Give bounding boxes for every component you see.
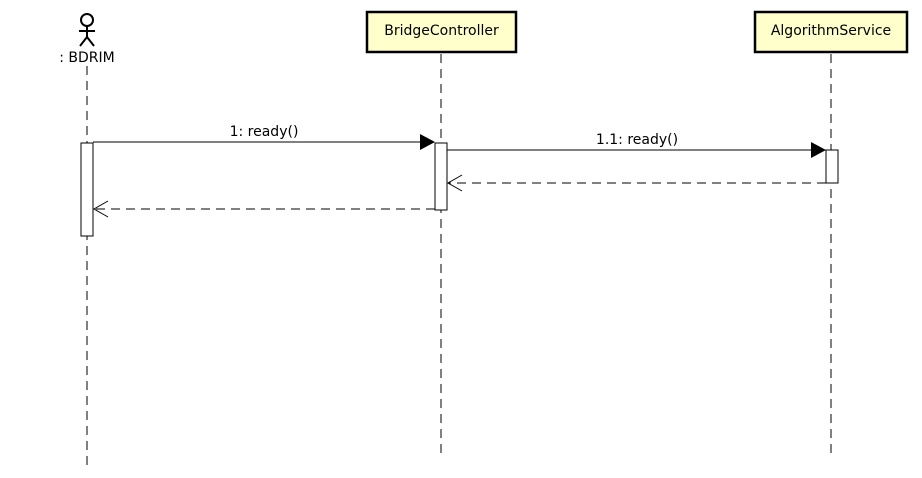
participant-box xyxy=(753,10,909,54)
stick-figure-icon xyxy=(79,13,95,47)
return-message-algorithm-to-bridge xyxy=(446,174,826,192)
message-1-1: 1.1: ready() xyxy=(447,132,826,158)
message-label: 1.1: ready() xyxy=(596,132,678,148)
return-message-bridge-to-actor xyxy=(92,200,435,218)
actor-label: : BDRIM xyxy=(59,50,115,66)
activation-bridgecontroller xyxy=(434,142,448,211)
participant-box xyxy=(365,10,518,54)
arrowhead-filled-icon xyxy=(420,134,435,150)
participant-bridgecontroller: BridgeController xyxy=(365,10,518,54)
arrowhead-open-icon xyxy=(92,200,109,218)
activation-bdrim xyxy=(80,142,94,237)
participant-label: AlgorithmService xyxy=(771,23,891,39)
participant-label: BridgeController xyxy=(384,23,499,39)
message-1: 1: ready() xyxy=(93,124,435,150)
message-label: 1: ready() xyxy=(230,124,299,140)
arrowhead-filled-icon xyxy=(811,142,826,158)
actor-bdrim: : BDRIM xyxy=(59,13,115,66)
participant-algorithmservice: AlgorithmService xyxy=(753,10,909,54)
arrowhead-open-icon xyxy=(446,174,463,192)
activation-algorithmservice xyxy=(825,149,839,184)
